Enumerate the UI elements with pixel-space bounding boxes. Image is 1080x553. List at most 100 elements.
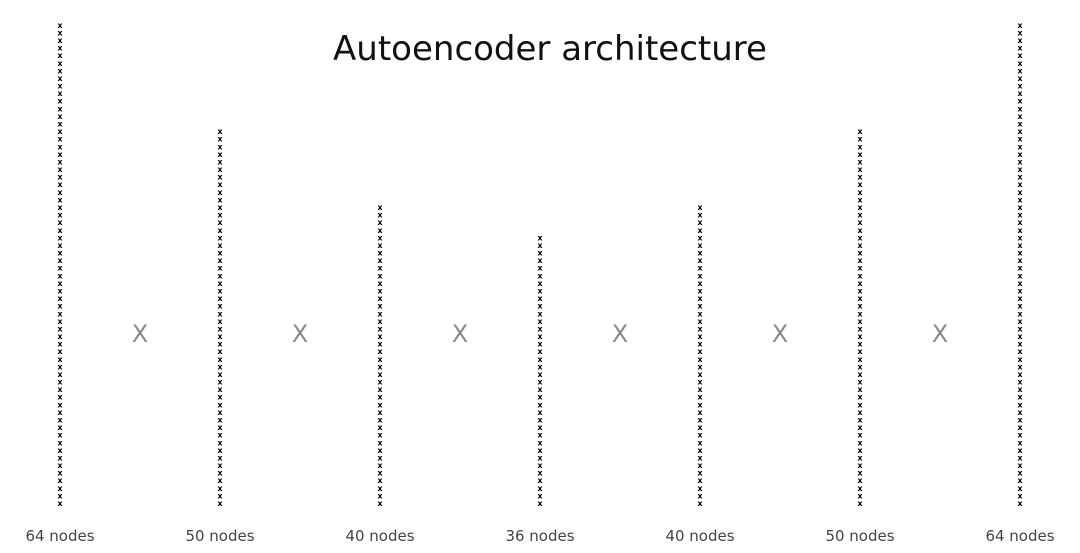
- node-marker: x: [537, 249, 543, 258]
- node-marker: x: [377, 416, 383, 425]
- layer-label: 40 nodes: [665, 527, 734, 545]
- node-marker: x: [57, 51, 63, 60]
- node-marker: x: [1017, 249, 1023, 258]
- node-marker: x: [57, 271, 63, 280]
- node-marker: x: [697, 241, 703, 250]
- node-marker: x: [217, 127, 223, 136]
- layer-column-7: xxxxxxxxxxxxxxxxxxxxxxxxxxxxxxxxxxxxxxxx…: [985, 21, 1054, 545]
- node-marker: x: [697, 203, 703, 212]
- layer-column-6: xxxxxxxxxxxxxxxxxxxxxxxxxxxxxxxxxxxxxxxx…: [825, 127, 894, 545]
- node-marker: x: [1017, 180, 1023, 189]
- node-marker: x: [857, 370, 863, 379]
- node-marker: x: [537, 393, 543, 402]
- node-marker: x: [217, 324, 223, 333]
- node-marker: x: [377, 385, 383, 394]
- node-marker: x: [1017, 461, 1023, 470]
- node-marker: x: [697, 408, 703, 417]
- node-marker: x: [377, 279, 383, 288]
- node-marker: x: [217, 218, 223, 227]
- node-marker: x: [1017, 211, 1023, 220]
- node-marker: x: [217, 173, 223, 182]
- node-marker: x: [57, 188, 63, 197]
- node-marker: x: [377, 423, 383, 432]
- node-marker: x: [377, 271, 383, 280]
- node-marker: x: [217, 340, 223, 349]
- node-marker: x: [217, 438, 223, 447]
- node-marker: x: [1017, 476, 1023, 485]
- node-marker: x: [57, 157, 63, 166]
- node-marker: x: [1017, 226, 1023, 235]
- node-marker: x: [217, 476, 223, 485]
- node-marker: x: [57, 469, 63, 478]
- node-marker: x: [57, 104, 63, 113]
- node-marker: x: [697, 233, 703, 242]
- layer-label: 64 nodes: [985, 527, 1054, 545]
- connection-marker: X: [612, 320, 628, 348]
- node-marker: x: [1017, 104, 1023, 113]
- node-marker: x: [697, 423, 703, 432]
- node-marker: x: [857, 347, 863, 356]
- node-marker: x: [1017, 28, 1023, 37]
- layers-group: xxxxxxxxxxxxxxxxxxxxxxxxxxxxxxxxxxxxxxxx…: [25, 21, 1054, 545]
- node-marker: x: [857, 302, 863, 311]
- node-marker: x: [57, 446, 63, 455]
- node-marker: x: [57, 241, 63, 250]
- node-marker: x: [1017, 324, 1023, 333]
- node-marker: x: [1017, 218, 1023, 227]
- node-marker: x: [857, 461, 863, 470]
- node-marker: x: [537, 438, 543, 447]
- node-marker: x: [697, 317, 703, 326]
- node-marker: x: [57, 195, 63, 204]
- node-marker: x: [1017, 82, 1023, 91]
- node-marker: x: [1017, 157, 1023, 166]
- node-marker: x: [697, 431, 703, 440]
- node-marker: x: [537, 416, 543, 425]
- node-marker: x: [857, 233, 863, 242]
- node-marker: x: [217, 416, 223, 425]
- node-marker: x: [697, 302, 703, 311]
- node-marker: x: [57, 294, 63, 303]
- node-marker: x: [57, 82, 63, 91]
- node-marker: x: [377, 317, 383, 326]
- node-marker: x: [697, 378, 703, 387]
- node-marker: x: [217, 203, 223, 212]
- node-marker: x: [857, 309, 863, 318]
- node-marker: x: [537, 233, 543, 242]
- node-marker: x: [857, 378, 863, 387]
- node-marker: x: [537, 499, 543, 508]
- node-marker: x: [57, 120, 63, 129]
- node-marker: x: [377, 211, 383, 220]
- node-marker: x: [217, 370, 223, 379]
- node-marker: x: [217, 453, 223, 462]
- node-marker: x: [537, 453, 543, 462]
- node-marker: x: [57, 324, 63, 333]
- node-marker: x: [1017, 362, 1023, 371]
- node-marker: x: [217, 150, 223, 159]
- node-marker: x: [57, 332, 63, 341]
- node-marker: x: [857, 393, 863, 402]
- node-marker: x: [857, 446, 863, 455]
- node-marker: x: [57, 256, 63, 265]
- node-marker: x: [217, 332, 223, 341]
- node-marker: x: [1017, 438, 1023, 447]
- node-marker: x: [217, 393, 223, 402]
- node-marker: x: [537, 324, 543, 333]
- node-marker: x: [57, 378, 63, 387]
- node-marker: x: [537, 302, 543, 311]
- node-marker: x: [857, 416, 863, 425]
- node-marker: x: [1017, 44, 1023, 53]
- node-marker: x: [857, 218, 863, 227]
- node-marker: x: [57, 21, 63, 30]
- node-marker: x: [537, 400, 543, 409]
- node-marker: x: [217, 461, 223, 470]
- node-marker: x: [857, 142, 863, 151]
- node-marker: x: [57, 385, 63, 394]
- node-marker: x: [217, 469, 223, 478]
- node-marker: x: [857, 256, 863, 265]
- node-marker: x: [57, 461, 63, 470]
- node-marker: x: [217, 211, 223, 220]
- connection-marker: X: [292, 320, 308, 348]
- node-marker: x: [57, 453, 63, 462]
